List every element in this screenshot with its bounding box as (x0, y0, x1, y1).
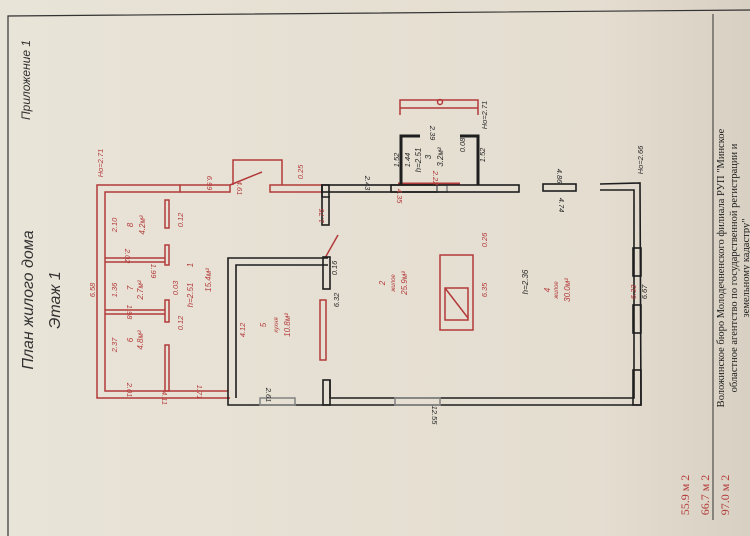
room-4-type: жилое (554, 281, 560, 300)
room-3-number: 3 (424, 154, 433, 159)
dim-label: 2.39 (428, 125, 437, 141)
room-2-area: 25.9м² (400, 271, 409, 296)
main-walls (227, 134, 642, 406)
dim-label: 4.61 (235, 181, 244, 196)
dim-label: 0.03 (171, 280, 180, 295)
room-4-area: 30.0м² (563, 278, 572, 302)
stamp-line-3: земельному кадастру" (741, 219, 750, 318)
room-4-number: 4 (543, 287, 552, 292)
room-1-area: 15.4м² (204, 268, 213, 292)
room-5-number: 5 (259, 322, 268, 327)
stamp-line-2: областное агентство по государственной р… (729, 143, 740, 392)
dim-label: 2.22 (431, 170, 440, 186)
room-7-number: 7 (126, 285, 135, 290)
room-1-number: 1 (186, 263, 195, 267)
dim-label: 1.52 (478, 147, 487, 162)
room-6-number: 6 (126, 337, 135, 342)
dim-label: 2.61 (264, 387, 273, 403)
dim-label: 2.01 (125, 382, 134, 398)
total-area-3: 97.0 м 2 (718, 475, 732, 516)
dim-label: 4.74 (557, 198, 566, 213)
room-4-height: h=2.36 (521, 269, 530, 294)
dim-label: 0.12 (176, 212, 185, 227)
room-2-number: 2 (378, 280, 387, 286)
room-6-area: 4.8м² (136, 330, 145, 350)
dim-label: 1.98 (125, 305, 134, 320)
dim-label: 2.02 (123, 248, 132, 264)
total-area-2: 66.7 м 2 (698, 475, 712, 516)
room-7-area: 2.7м² (136, 280, 145, 301)
dim-label: 2.10 (110, 217, 119, 233)
plan-title: План жилого дома (20, 230, 37, 369)
dim-label: 4.35 (395, 189, 404, 204)
dim-label: Но=2.71 (480, 101, 489, 130)
stamp-line-1: Воложинское бюро Молодечненского филиала… (716, 128, 727, 407)
dim-label: 2.37 (110, 337, 119, 353)
dim-label: 0.26 (480, 232, 489, 247)
annex-walls (96, 98, 479, 399)
dim-label: 0.16 (330, 260, 339, 275)
dim-label: 4.11 (160, 391, 169, 405)
room-5-type: кухня (274, 317, 280, 333)
dim-label: 6.67 (640, 284, 649, 299)
dim-label: 12.55 (430, 406, 439, 426)
dim-label: 0.08 (458, 137, 467, 152)
dim-label: 4.86 (555, 169, 564, 184)
dim-label: 6.32 (332, 292, 341, 307)
dim-label: 6.33 (629, 284, 638, 299)
room-3-area: 3.2м² (436, 147, 445, 167)
room-8-number: 8 (126, 222, 135, 227)
dim-label: 1.36 (110, 282, 119, 297)
dim-label: 0.25 (296, 164, 305, 179)
dim-label: 1.99 (149, 264, 158, 279)
dim-label: 1.52 (392, 152, 401, 167)
dim-label: 1.71 (195, 385, 204, 400)
room-2-type: жилое (391, 274, 397, 293)
dim-label: 6.99 (205, 176, 214, 191)
dim-label: 1.76 (317, 208, 326, 223)
appendix-label: Приложение 1 (19, 40, 33, 120)
room-1-height: h=2.51 (186, 283, 195, 308)
page-frame (7, 9, 750, 536)
floor-label: Этаж 1 (47, 271, 64, 329)
dim-label: 0.12 (176, 315, 185, 330)
dim-label: 6.58 (88, 282, 97, 297)
dim-label: Но=2.66 (636, 145, 645, 174)
total-area-1: 55.9 м 2 (678, 475, 692, 516)
dim-label: 2.43 (363, 175, 372, 191)
room-8-area: 4.2м² (138, 215, 147, 235)
room-5-area: 10.8м² (283, 313, 292, 337)
room-3-height: h=2.51 (414, 148, 423, 173)
dim-label: 4.12 (238, 322, 247, 337)
dim-label: 6.35 (480, 282, 489, 297)
dim-label: Но=2.71 (96, 149, 105, 178)
dim-label: 1.44 (403, 153, 412, 168)
